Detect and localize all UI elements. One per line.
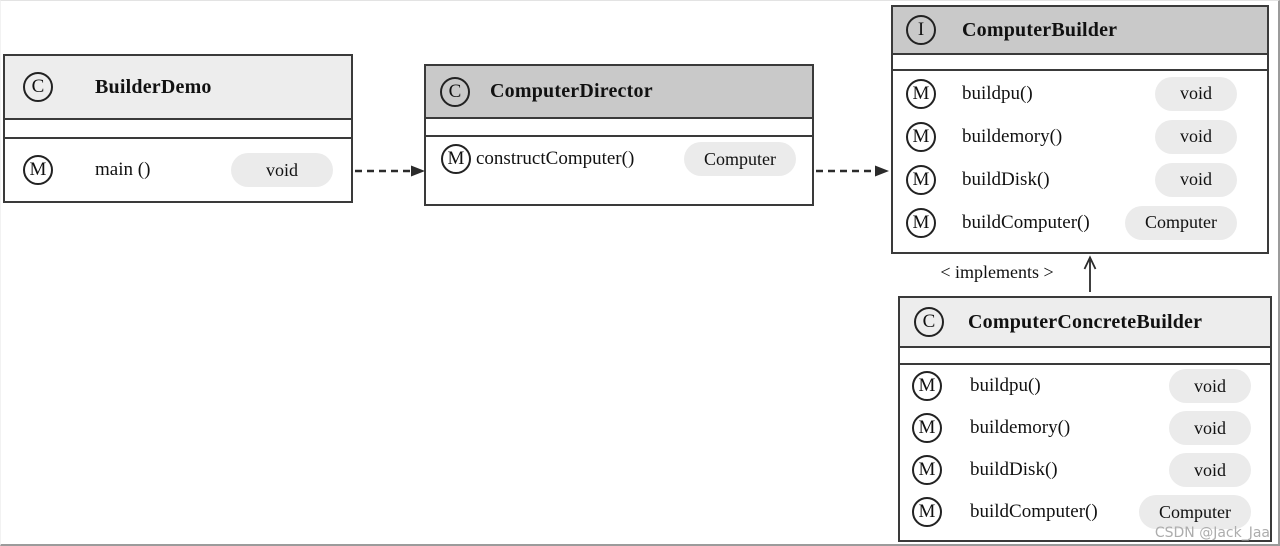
method-icon: M bbox=[23, 155, 53, 185]
method-name: buildDisk() bbox=[962, 168, 1050, 190]
class-header: C ComputerDirector bbox=[426, 66, 812, 119]
class-box-computerconcretebuilder[interactable]: C ComputerConcreteBuilder M buildpu() vo… bbox=[898, 296, 1272, 542]
return-type-badge: void bbox=[1169, 369, 1251, 403]
dependency-arrow-director-to-builder bbox=[816, 165, 889, 177]
class-icon: C bbox=[23, 72, 53, 102]
return-type-badge: void bbox=[1155, 119, 1237, 154]
method-icon: M bbox=[441, 144, 471, 174]
method-icon: M bbox=[906, 164, 936, 195]
method-name: buildemory() bbox=[962, 125, 1063, 147]
class-name: ComputerDirector bbox=[490, 80, 653, 102]
method-row: M buildemory() void bbox=[900, 407, 1270, 449]
fields-compartment bbox=[426, 119, 812, 137]
class-header: C ComputerConcreteBuilder bbox=[900, 298, 1270, 348]
return-type-badge: void bbox=[231, 153, 333, 187]
method-icon: M bbox=[906, 78, 936, 109]
methods-compartment: M main () void bbox=[5, 139, 351, 201]
watermark-text: CSDN @Jack_Jaa bbox=[1154, 525, 1270, 541]
method-icon: M bbox=[912, 497, 942, 527]
method-row: M buildDisk() void bbox=[900, 449, 1270, 491]
method-name: buildpu() bbox=[970, 375, 1041, 396]
method-name: constructComputer() bbox=[476, 148, 635, 169]
method-row: M main () void bbox=[5, 153, 351, 187]
method-icon: M bbox=[912, 413, 942, 443]
dependency-arrow-demo-to-director bbox=[355, 165, 425, 177]
return-type-badge: Computer bbox=[1125, 205, 1237, 240]
return-type-badge: Computer bbox=[1139, 495, 1251, 529]
method-icon: M bbox=[906, 207, 936, 238]
interface-box-computerbuilder[interactable]: I ComputerBuilder M buildpu() void M bui… bbox=[891, 5, 1269, 254]
fields-compartment bbox=[5, 120, 351, 139]
interface-icon: I bbox=[906, 15, 936, 45]
fields-compartment bbox=[893, 55, 1267, 71]
return-type-badge: void bbox=[1169, 453, 1251, 487]
fields-compartment bbox=[900, 348, 1270, 365]
return-type-badge: void bbox=[1155, 76, 1237, 111]
class-name: BuilderDemo bbox=[95, 75, 212, 98]
return-type-badge: void bbox=[1155, 162, 1237, 197]
class-header: C BuilderDemo bbox=[5, 56, 351, 120]
method-icon: M bbox=[912, 455, 942, 485]
methods-compartment: M buildpu() void M buildemory() void M b… bbox=[893, 71, 1267, 252]
class-icon: C bbox=[914, 307, 944, 337]
interface-name: ComputerBuilder bbox=[962, 18, 1118, 41]
method-row: M buildDisk() void bbox=[893, 158, 1267, 201]
return-type-badge: Computer bbox=[684, 142, 796, 176]
method-name: buildDisk() bbox=[970, 459, 1058, 480]
implements-label: < implements > bbox=[940, 262, 1054, 282]
method-row: M constructComputer() Computer bbox=[426, 137, 812, 181]
method-name: buildComputer() bbox=[962, 211, 1090, 233]
method-row: M buildemory() void bbox=[893, 115, 1267, 158]
class-box-computerdirector[interactable]: C ComputerDirector M constructComputer()… bbox=[424, 64, 814, 206]
method-icon: M bbox=[906, 121, 936, 152]
class-name: ComputerConcreteBuilder bbox=[968, 310, 1203, 333]
method-name: buildComputer() bbox=[970, 501, 1098, 522]
return-type-badge: void bbox=[1169, 411, 1251, 445]
implements-arrow bbox=[1083, 255, 1097, 292]
methods-compartment: M buildpu() void M buildemory() void M b… bbox=[900, 365, 1270, 540]
class-icon: C bbox=[440, 76, 470, 107]
method-row: M buildpu() void bbox=[893, 72, 1267, 115]
method-row: M buildpu() void bbox=[900, 365, 1270, 407]
interface-header: I ComputerBuilder bbox=[893, 7, 1267, 55]
method-name: buildemory() bbox=[970, 417, 1071, 438]
method-name: buildpu() bbox=[962, 82, 1033, 104]
method-row: M buildComputer() Computer bbox=[900, 491, 1270, 533]
method-icon: M bbox=[912, 371, 942, 401]
method-row: M buildComputer() Computer bbox=[893, 201, 1267, 244]
class-box-builderdemo[interactable]: C BuilderDemo M main () void bbox=[3, 54, 353, 203]
method-name: main () bbox=[95, 159, 151, 180]
methods-compartment: M constructComputer() Computer bbox=[426, 137, 812, 204]
